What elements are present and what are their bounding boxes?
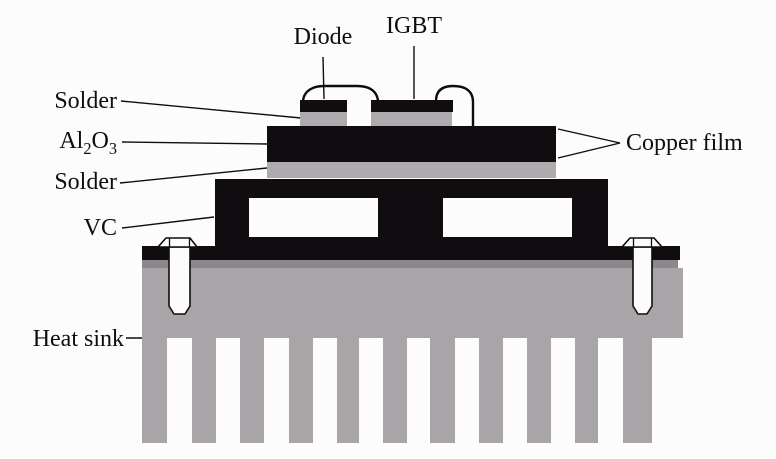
heat-sink-fin <box>289 338 313 443</box>
al2o3-label-sub2: 2 <box>83 138 92 158</box>
diode-leader-line <box>322 56 325 100</box>
igbt-to-copper-wirebond <box>434 84 475 129</box>
al2o3-label-al: Al <box>59 128 84 154</box>
igbt-die <box>371 100 453 112</box>
left-mounting-screw <box>157 237 198 315</box>
substrate-solder-leader-line <box>119 167 268 184</box>
heat-sink-fin <box>192 338 216 443</box>
heat-sink-fin <box>527 338 551 443</box>
igbt-solder-pad <box>371 112 452 126</box>
copper-film-pointer-lines <box>557 128 621 159</box>
vc-leader-line <box>121 216 215 229</box>
screw-shaft <box>168 246 191 315</box>
diode-die <box>300 100 347 112</box>
base-plate <box>142 246 680 260</box>
substrate-solder-layer <box>267 162 556 178</box>
substrate-solder-label: Solder <box>54 169 117 195</box>
die-solder-label: Solder <box>54 88 117 114</box>
al2o3-leader-line <box>121 141 268 145</box>
screw-head <box>621 237 663 248</box>
heat-sink-label: Heat sink <box>32 326 124 352</box>
al2o3-label-o: O <box>91 128 109 154</box>
copper-film-label: Copper film <box>626 130 743 156</box>
interface-layer <box>142 260 678 268</box>
die-solder-leader-line <box>120 100 302 119</box>
heat-sink-fin <box>383 338 407 443</box>
diode-solder-pad <box>300 112 347 126</box>
heat-sink-fin <box>575 338 598 443</box>
heat-sink-fin <box>430 338 455 443</box>
screw-shaft <box>632 246 653 315</box>
right-mounting-screw <box>621 237 663 315</box>
diode-to-igbt-wirebond <box>301 84 380 103</box>
dbc-copper-al2o3-copper-layer <box>267 126 556 162</box>
vc-left-cavity <box>249 198 378 237</box>
igbt-label: IGBT <box>386 13 442 39</box>
vc-label: VC <box>83 215 117 241</box>
vc-right-cavity <box>443 198 572 237</box>
heat-sink-fins <box>142 338 652 443</box>
al2o3-label: Al2O3 <box>0 128 117 156</box>
heat-sink-fin <box>337 338 359 443</box>
heat-sink-fin <box>142 338 167 443</box>
al2o3-label-sub3: 3 <box>108 138 117 158</box>
heat-sink-fin <box>479 338 503 443</box>
diode-label: Diode <box>293 24 353 50</box>
heat-sink-body <box>142 268 683 338</box>
heat-sink-fin <box>240 338 264 443</box>
screw-head <box>157 237 198 248</box>
heat-sink-fin <box>623 338 652 443</box>
